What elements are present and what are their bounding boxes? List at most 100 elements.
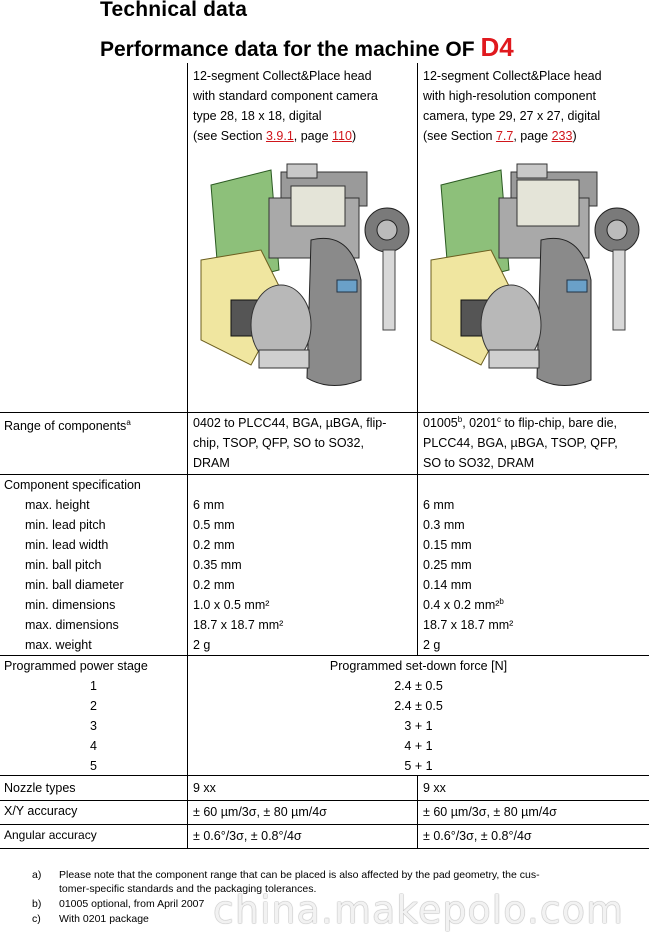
spec-row-col1: 2 g xyxy=(193,638,211,652)
table-divider xyxy=(0,655,649,656)
footnote-marker: a xyxy=(126,418,131,427)
subtitle-text: Performance data for the machine OF xyxy=(100,38,481,61)
spec-row-label: min. ball diameter xyxy=(25,578,124,592)
head-graphic xyxy=(200,163,410,386)
spec-row-col2: 18.7 x 18.7 mm² xyxy=(423,615,513,635)
header-line: type 28, 18 x 18, digital xyxy=(193,109,322,123)
head-graphic xyxy=(430,163,640,386)
ref-text: , page xyxy=(513,129,552,143)
power-stage: 4 xyxy=(90,739,97,753)
page-link[interactable]: 110 xyxy=(332,129,352,143)
range-label: Range of componentsa xyxy=(4,416,131,436)
table-divider xyxy=(0,848,649,849)
power-stage: 5 xyxy=(90,759,97,773)
spec-value: 2 g xyxy=(423,638,441,652)
spec-row-col2: 0.15 mm xyxy=(423,535,472,555)
spec-row-col2: 0.3 mm xyxy=(423,515,465,535)
placement-head-illustration xyxy=(430,163,640,386)
spec-value: 18.7 x 18.7 mm² xyxy=(423,618,514,632)
page-link[interactable]: 233 xyxy=(551,129,573,143)
footnote-marker: b xyxy=(499,597,504,606)
xy-col1: ± 60 µm/3σ, ± 80 µm/4σ xyxy=(193,805,327,819)
set-down-force: 4 + 1 xyxy=(404,739,433,753)
table-divider xyxy=(417,775,418,848)
set-down-force: 2.4 ± 0.5 xyxy=(394,679,443,693)
range-text: 01005 xyxy=(423,416,458,430)
footnote-line: Please note that the component range tha… xyxy=(59,869,540,881)
footnote-mark: b) xyxy=(32,898,42,910)
spec-row-col1: 18.7 x 18.7 mm² xyxy=(193,618,284,632)
spec-row-col2: 2 g xyxy=(423,635,440,655)
set-down-force: 5 + 1 xyxy=(404,759,433,773)
spec-row-label: min. lead width xyxy=(25,538,109,552)
section-link[interactable]: 7.7 xyxy=(495,129,514,143)
xy-col2: ± 60 µm/3σ, ± 80 µm/4σ xyxy=(423,805,557,819)
force-header: Programmed set-down force [N] xyxy=(329,659,508,673)
angular-col2: ± 0.6°/3σ, ± 0.8°/4σ xyxy=(423,829,532,843)
spec-row-label: max. dimensions xyxy=(25,618,119,632)
page-title: Technical data xyxy=(100,0,248,21)
power-stage: 2 xyxy=(90,699,97,713)
section-reference: (see Section 7.7, page 233) xyxy=(423,126,602,146)
range-line: chip, TSOP, QFP, SO to SO32, xyxy=(193,436,364,450)
spec-row-col1: 6 mm xyxy=(193,498,225,512)
table-divider xyxy=(0,474,649,475)
ref-text: ) xyxy=(351,129,357,143)
footnote-marker: c xyxy=(496,415,501,424)
spec-row-col1: 0.2 mm xyxy=(193,578,235,592)
header-line: 12-segment Collect&Place head xyxy=(423,69,602,83)
footnote-marker: b xyxy=(457,415,463,424)
table-divider xyxy=(0,824,649,825)
power-label: Programmed power stage xyxy=(4,659,148,673)
footnote-mark: c) xyxy=(32,913,41,925)
header-line: 12-segment Collect&Place head xyxy=(193,69,372,83)
range-col1: 0402 to PLCC44, BGA, µBGA, flip- chip, T… xyxy=(193,413,386,473)
range-line: SO to SO32, DRAM xyxy=(423,456,535,470)
nozzle-col2: 9 xx xyxy=(423,781,446,795)
spec-value: 0.14 mm xyxy=(423,578,472,592)
range-label-text: Range of components xyxy=(4,419,127,433)
table-divider xyxy=(0,800,649,801)
spec-value: 0.15 mm xyxy=(423,538,472,552)
ref-text: (see Section xyxy=(193,129,266,143)
spec-label: Component specification xyxy=(4,478,141,492)
spec-value: 0.25 mm xyxy=(423,558,472,572)
set-down-force: 3 + 1 xyxy=(404,719,433,733)
header-line: with standard component camera xyxy=(193,89,378,103)
section-reference: (see Section 3.9.1, page 110) xyxy=(193,126,378,146)
spec-row-col2: 0.4 x 0.2 mm²b xyxy=(423,595,504,615)
spec-row-label: max. weight xyxy=(25,638,92,652)
spec-row-label: min. dimensions xyxy=(25,598,116,612)
xy-label: X/Y accuracy xyxy=(4,804,78,818)
spec-value: 0.4 x 0.2 mm² xyxy=(423,598,500,612)
spec-row-col2: 0.25 mm xyxy=(423,555,472,575)
table-divider xyxy=(187,63,188,848)
footnote-line: 01005 optional, from April 2007 xyxy=(59,898,205,910)
footnote-line: With 0201 package xyxy=(59,913,149,925)
header-line: camera, type 29, 27 x 27, digital xyxy=(423,109,601,123)
set-down-force: 2.4 ± 0.5 xyxy=(394,699,443,713)
col2-header: 12-segment Collect&Place head with high-… xyxy=(423,66,602,146)
ref-text: ) xyxy=(572,129,577,143)
nozzle-col1: 9 xx xyxy=(193,781,216,795)
table-divider xyxy=(417,63,418,655)
range-line: DRAM xyxy=(193,456,230,470)
spec-row-col2: 0.14 mm xyxy=(423,575,472,595)
section-link[interactable]: 3.9.1 xyxy=(265,129,294,143)
footnote-mark: a) xyxy=(32,869,42,881)
range-line: PLCC44, BGA, µBGA, TSOP, QFP, xyxy=(423,436,618,450)
ref-text: , page xyxy=(293,129,333,143)
footnote-line: tomer-specific standards and the packagi… xyxy=(59,883,317,895)
spec-row-col1: 1.0 x 0.5 mm² xyxy=(193,598,270,612)
nozzle-label: Nozzle types xyxy=(4,781,76,795)
power-stage: 3 xyxy=(90,719,97,733)
spec-value: 6 mm xyxy=(423,498,455,512)
header-line: with high-resolution component xyxy=(423,89,597,103)
table-divider xyxy=(0,412,649,413)
power-stage: 1 xyxy=(90,679,97,693)
ref-text: (see Section xyxy=(423,129,496,143)
spec-row-label: max. height xyxy=(25,498,90,512)
range-line: 01005b, 0201c to flip-chip, bare die, xyxy=(423,413,618,433)
col1-header: 12-segment Collect&Place head with stand… xyxy=(193,66,378,146)
page-subtitle: Performance data for the machine OF D4 xyxy=(100,32,514,63)
